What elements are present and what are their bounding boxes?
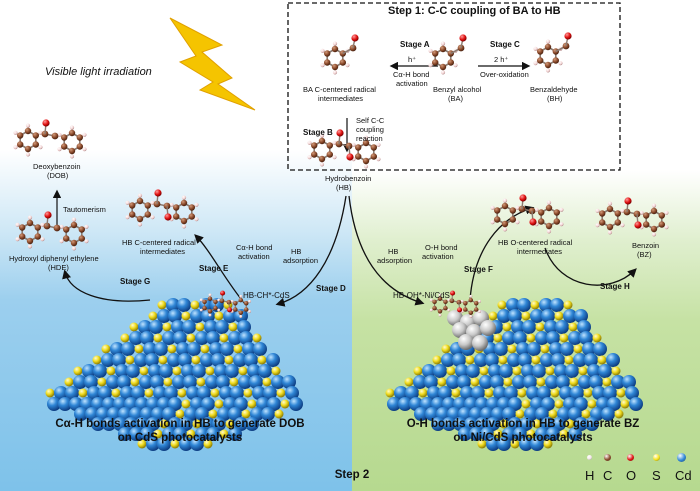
stage-e-line2: activation (238, 252, 270, 261)
legend-swatch-c (603, 453, 611, 461)
legend-label-s: S (652, 468, 661, 483)
legend-swatch-o (626, 453, 634, 461)
bz-label-2: (BZ) (637, 250, 652, 259)
benzaldehyde-molecule (533, 32, 572, 73)
bh-label-1: Benzaldehyde (530, 85, 578, 94)
hde-molecule (15, 211, 89, 251)
oh-bond-line2: activation (422, 252, 454, 261)
dob-label-2: (DOB) (47, 171, 69, 180)
stage-b-line2: coupling (356, 125, 384, 134)
legend-label-c: C (603, 468, 613, 483)
arrow-stage-d-left (275, 195, 347, 307)
benzyl-alcohol-molecule (428, 34, 467, 75)
hb-o-radical-label-1: HB O-centered radical (498, 238, 573, 247)
arrow-stage-g (62, 269, 151, 302)
ba-radical-molecule (320, 34, 359, 75)
left-surface-label: HB-CH*-CdS (243, 291, 290, 300)
hde-label-1: Hydroxyl diphenyl ethylene (9, 254, 99, 263)
stage-e-label: Stage E (199, 264, 229, 273)
arrow-stage-d-right (348, 195, 425, 306)
hb-label-1: Hydrobenzoin (325, 174, 372, 183)
right-hb-adsorption-2: adsorption (377, 256, 413, 265)
stage-e-line1: Cα-H bond (236, 243, 273, 252)
lightning-bolt-icon (169, 17, 256, 111)
benzoin-molecule (595, 197, 669, 237)
dob-label-1: Deoxybenzoin (33, 162, 81, 171)
left-title-line1: Cα-H bonds activation in HB to generate … (55, 418, 305, 430)
hde-label-2: (HDE) (48, 263, 69, 272)
legend-swatch-cd (676, 452, 686, 462)
right-hb-adsorption-1: HB (388, 247, 399, 256)
adsorbed-hb-left (199, 290, 251, 318)
legend-label-h: H (585, 468, 595, 483)
legend-swatch-s (652, 453, 660, 461)
stage-b-label: Stage B (303, 128, 333, 137)
stage-g-label: Stage G (120, 277, 151, 286)
legend-label-o: O (626, 468, 637, 483)
step1-box (287, 2, 621, 171)
stage-b-line1: Self C-C (356, 116, 385, 125)
hb-c-radical-molecule (125, 189, 199, 229)
hb-c-radical-label-2: intermediates (140, 247, 186, 256)
stage-a-hole: h⁺ (408, 55, 417, 64)
oh-bond-line1: O-H bond (425, 243, 458, 252)
left-title-line2: on CdS photocatalysts (117, 432, 243, 444)
stage-a-label: Stage A (400, 40, 430, 49)
ba-label-1: Benzyl alcohol (433, 85, 482, 94)
hb-label-2: (HB) (336, 183, 352, 192)
right-title-line2: on Ni/CdS photocatalysts (453, 432, 593, 444)
stage-a-line3: activation (396, 79, 428, 88)
stage-d-label: Stage D (316, 284, 346, 293)
step1-title: Step 1: C-C coupling of BA to HB (388, 5, 561, 17)
deoxybenzoin-molecule (13, 119, 87, 159)
stage-h-label: Stage H (600, 282, 630, 291)
hb-c-radical-label-1: HB C-centered radical (122, 238, 196, 247)
bh-label-2: (BH) (547, 94, 563, 103)
ba-radical-label-1: BA C-centered radical (303, 85, 376, 94)
stage-c-label: Stage C (490, 40, 520, 49)
left-hb-adsorption-2: adsorption (283, 256, 319, 265)
visible-light-label: Visible light irradiation (45, 66, 152, 78)
ba-radical-label-2: intermediates (318, 94, 364, 103)
left-hb-adsorption-1: HB (291, 247, 302, 256)
right-title-line1: O-H bonds activation in HB to generate B… (406, 418, 640, 430)
adsorbed-hb-right (429, 290, 481, 318)
stage-c-holes: 2 h⁺ (494, 55, 509, 64)
legend-swatch-h (586, 454, 592, 460)
nicds-slab-right (385, 298, 643, 451)
bz-label-1: Benzoin (632, 241, 660, 250)
cds-slab-left (45, 298, 303, 451)
hydrobenzoin-molecule (307, 129, 381, 169)
hb-o-radical-molecule (490, 194, 564, 234)
arrow-stage-e (194, 234, 246, 305)
right-surface-label: HB-OH*-Ni/CdS (393, 291, 450, 300)
stage-b-line3: reaction (356, 134, 383, 143)
step2-label: Step 2 (334, 469, 370, 481)
legend-label-cd: Cd (675, 468, 692, 483)
ba-label-2: (BA) (448, 94, 463, 103)
hb-o-radical-label-2: intermediates (517, 247, 563, 256)
stage-f-label: Stage F (464, 265, 493, 274)
arrow-stage-h (544, 247, 637, 286)
tautomerism-label: Tautomerism (63, 205, 106, 214)
stage-a-line2: Cα-H bond (393, 70, 430, 79)
stage-c-line2: Over-oxidation (480, 70, 529, 79)
